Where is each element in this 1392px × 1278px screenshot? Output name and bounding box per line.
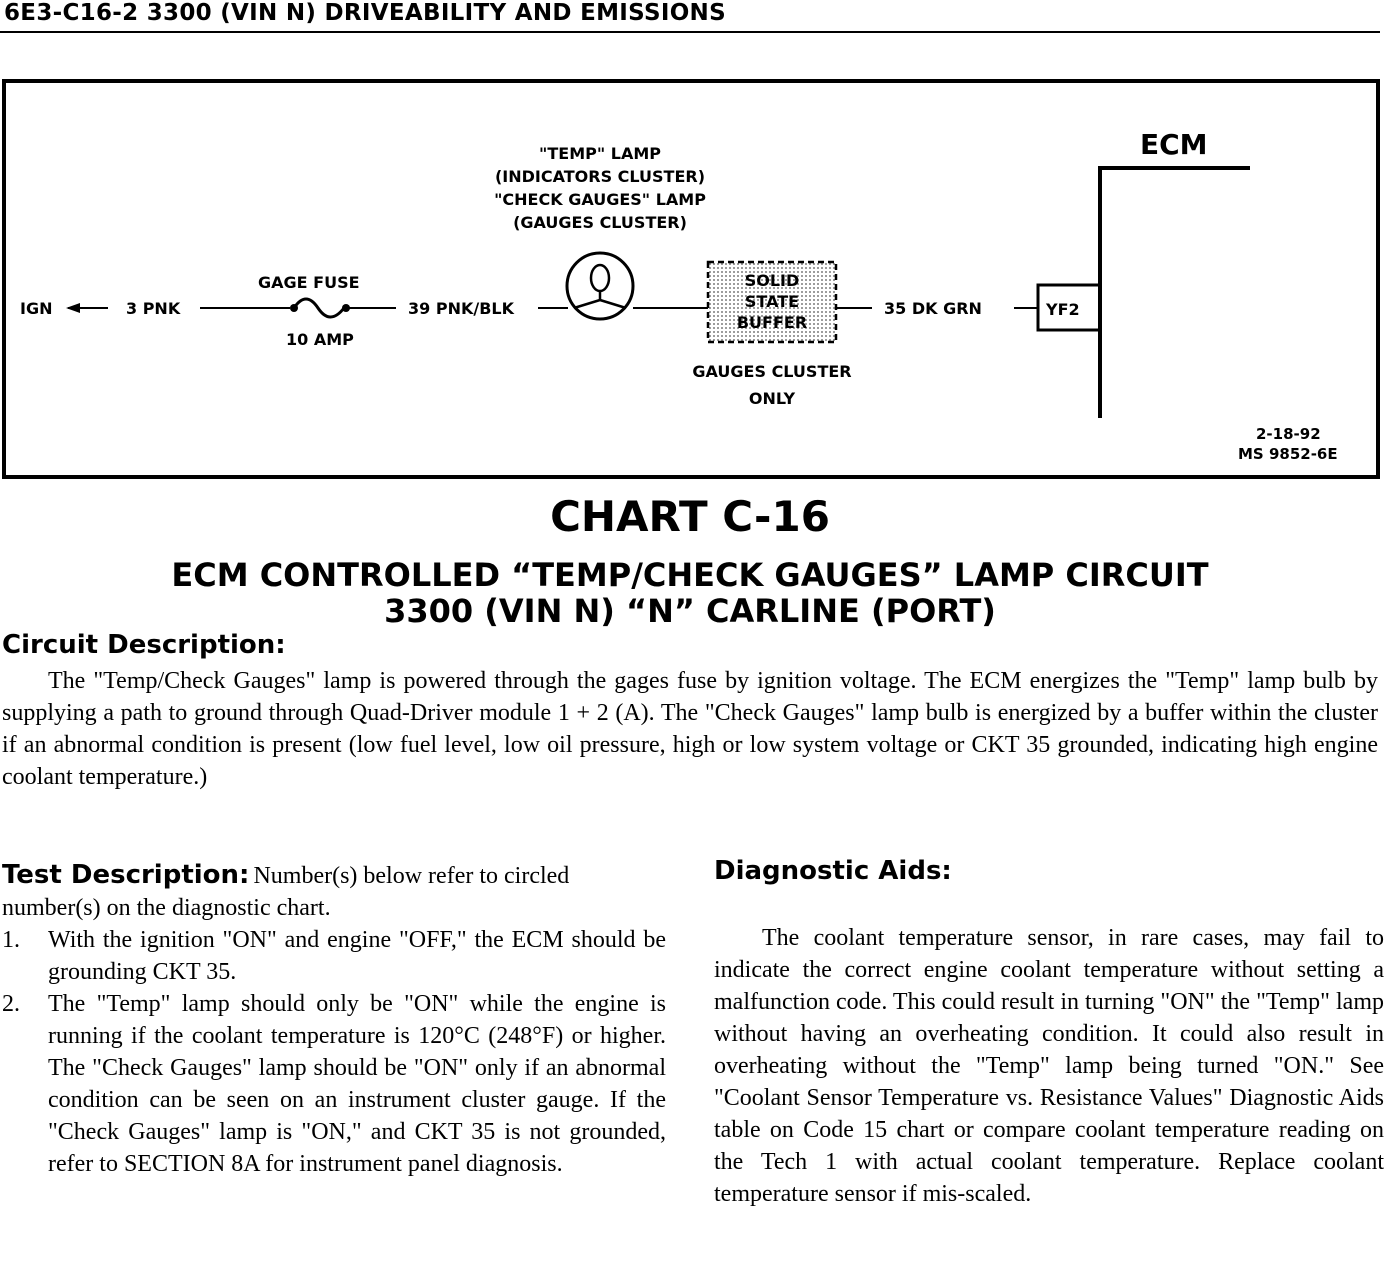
diagram-border bbox=[2, 79, 1380, 479]
list-item: 1. With the ignition "ON" and engine "OF… bbox=[2, 924, 666, 988]
buffer-note-line: GAUGES CLUSTER bbox=[692, 362, 852, 381]
lamp-label-line: (GAUGES CLUSTER) bbox=[513, 213, 687, 232]
chart-title: CHART C-16 bbox=[550, 492, 830, 541]
diagnostic-aids-body: The coolant temperature sensor, in rare … bbox=[714, 925, 1384, 1207]
lamp-label-line: "CHECK GAUGES" LAMP bbox=[494, 190, 706, 209]
list-item-number: 1. bbox=[2, 927, 20, 953]
ecm-label: ECM bbox=[1140, 128, 1208, 161]
header-rule bbox=[0, 31, 1380, 33]
wire-3-label: 3 PNK bbox=[126, 299, 181, 318]
list-item: 2. The "Temp" lamp should only be "ON" w… bbox=[2, 988, 666, 1180]
list-item-text: The "Temp" lamp should only be "ON" whil… bbox=[48, 991, 666, 1177]
wire-39-label: 39 PNK/BLK bbox=[408, 299, 514, 318]
circuit-description-body: The "Temp/Check Gauges" lamp is powered … bbox=[2, 668, 1378, 790]
test-description-intro-2: number(s) on the diagnostic chart. bbox=[2, 895, 331, 921]
wire-35-label: 35 DK GRN bbox=[884, 299, 982, 318]
arrow-left-icon bbox=[66, 303, 80, 313]
circuit-diagram: "TEMP" LAMP (INDICATORS CLUSTER) "CHECK … bbox=[0, 78, 1382, 480]
reference-label: MS 9852-6E bbox=[1238, 445, 1338, 463]
ecm-boundary bbox=[1098, 166, 1250, 418]
ign-label: IGN bbox=[20, 299, 53, 318]
terminal-label: YF2 bbox=[1046, 300, 1080, 319]
circuit-description-heading: Circuit Description: bbox=[2, 630, 286, 660]
circuit-diagram-lines bbox=[2, 79, 1380, 479]
chart-subtitle: ECM CONTROLLED “TEMP/CHECK GAUGES” LAMP … bbox=[171, 556, 1209, 594]
lamp-icon bbox=[565, 251, 635, 321]
diagnostic-aids-section: Diagnostic Aids: The coolant temperature… bbox=[714, 856, 1384, 1210]
list-item-text: With the ignition "ON" and engine "OFF,"… bbox=[48, 927, 666, 985]
fuse-icon bbox=[290, 297, 350, 319]
buffer-label-line: SOLID bbox=[744, 271, 800, 290]
date-label: 2-18-92 bbox=[1256, 425, 1321, 443]
test-description-intro: Number(s) below refer to circled bbox=[253, 863, 570, 889]
buffer-label-line: BUFFER bbox=[736, 313, 808, 332]
test-description-section: Test Description: Number(s) below refer … bbox=[2, 860, 666, 1180]
solid-state-buffer-box bbox=[706, 260, 838, 344]
terminal-box bbox=[1036, 283, 1100, 332]
test-description-heading: Test Description: bbox=[2, 860, 250, 890]
lamp-label-line: (INDICATORS CLUSTER) bbox=[494, 167, 706, 186]
page-header: 6E3-C16-2 3300 (VIN N) DRIVEABILITY AND … bbox=[4, 0, 726, 26]
buffer-label-line: STATE bbox=[744, 292, 800, 311]
lamp-label: "TEMP" LAMP (INDICATORS CLUSTER) "CHECK … bbox=[470, 142, 730, 234]
buffer-label: SOLID STATE BUFFER bbox=[712, 270, 832, 333]
lamp-label-line: "TEMP" LAMP bbox=[539, 144, 661, 163]
fuse-name-label: GAGE FUSE bbox=[258, 273, 360, 292]
buffer-note: GAUGES CLUSTER ONLY bbox=[672, 358, 872, 412]
list-item-number: 2. bbox=[2, 991, 20, 1017]
chart-subtitle-2: 3300 (VIN N) “N” CARLINE (PORT) bbox=[384, 592, 996, 630]
buffer-note-line: ONLY bbox=[748, 389, 796, 408]
fuse-rating-label: 10 AMP bbox=[286, 330, 354, 349]
diagnostic-aids-heading: Diagnostic Aids: bbox=[714, 856, 952, 886]
